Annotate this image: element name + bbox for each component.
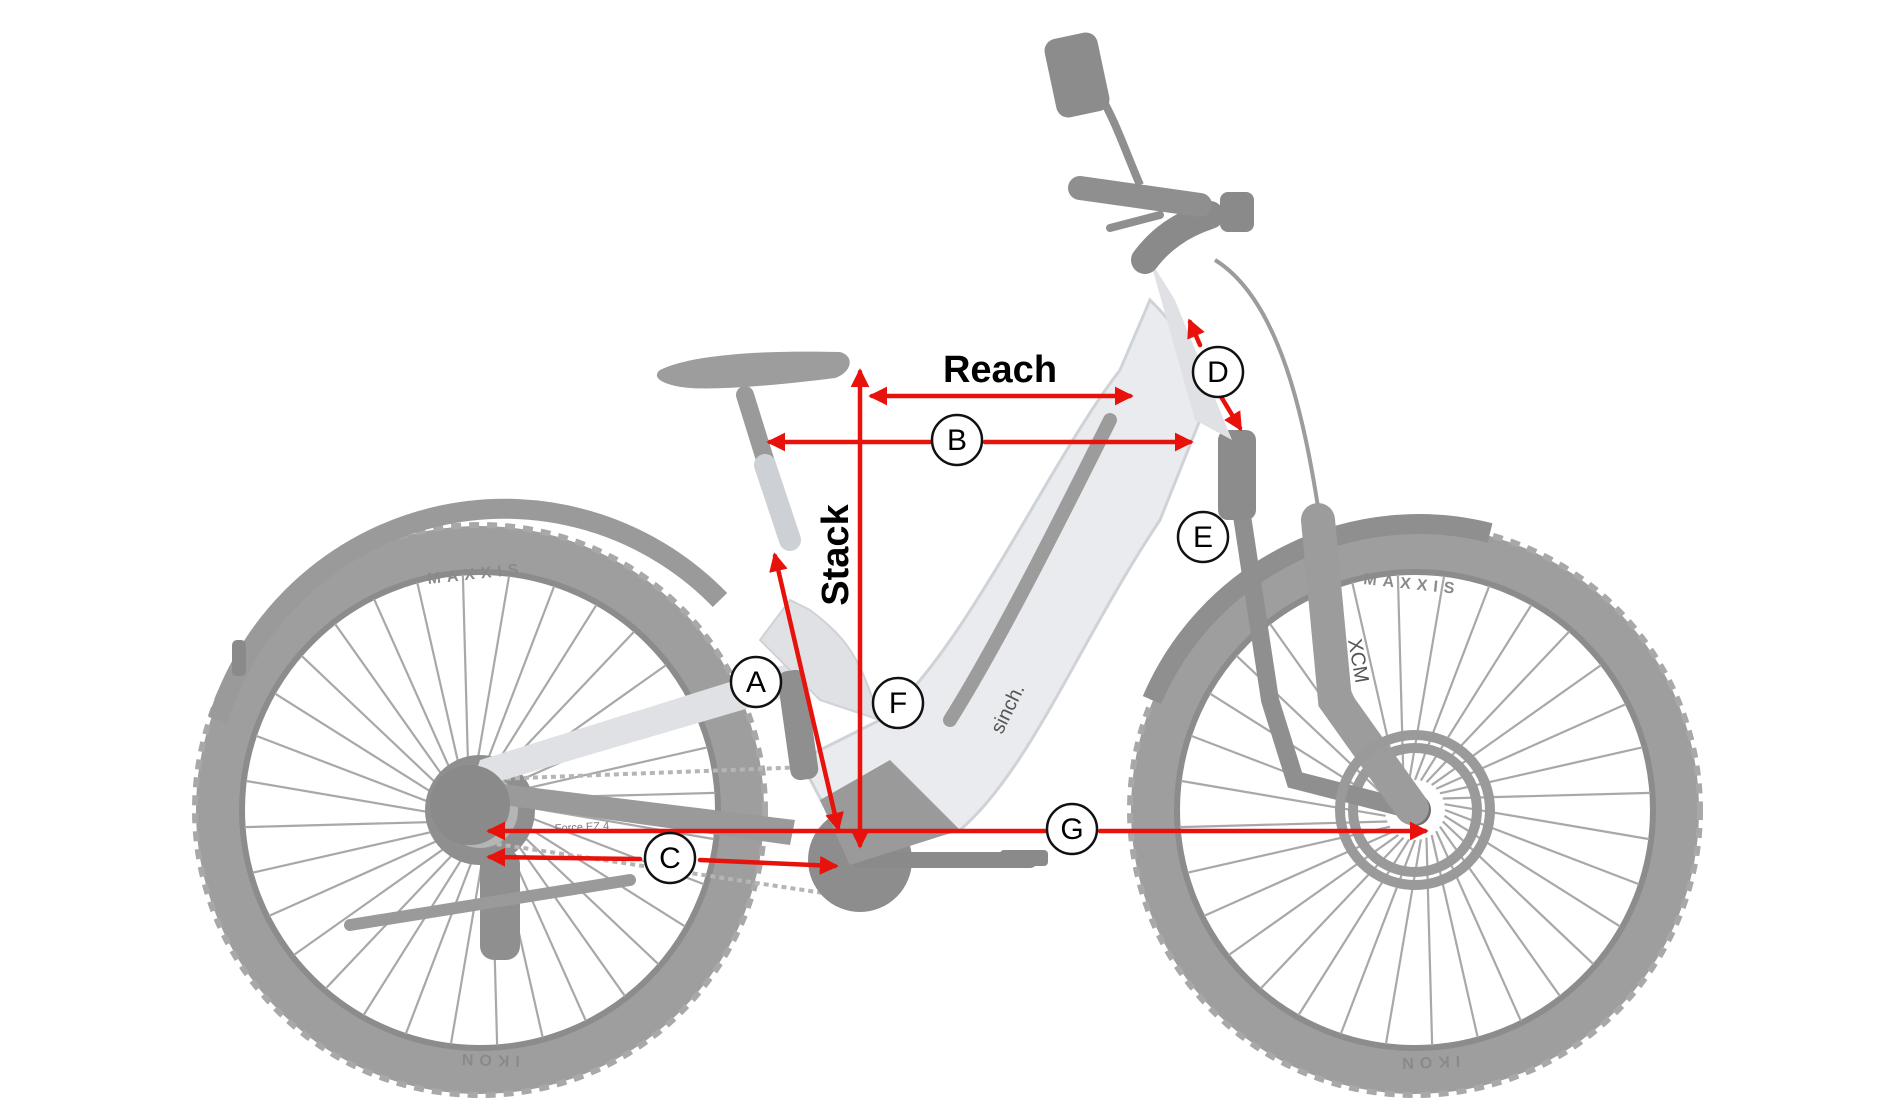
front-tire-model: IKON xyxy=(1396,1052,1461,1071)
point-marker-circle xyxy=(729,655,783,709)
spoke xyxy=(268,830,460,917)
point-marker-g: G xyxy=(1045,802,1099,856)
rear-tire-model: IKON xyxy=(456,1050,521,1069)
point-marker-letter: E xyxy=(1193,521,1213,554)
geometry-measurements xyxy=(486,318,1429,875)
spoke xyxy=(473,575,511,781)
point-marker-b: B xyxy=(930,413,984,467)
spoke xyxy=(334,623,456,794)
stem xyxy=(1131,201,1224,274)
seat-post-upper xyxy=(754,454,801,551)
mirror-stalk xyxy=(1096,92,1144,187)
spoke xyxy=(274,692,452,806)
front-wheel xyxy=(1127,522,1703,1098)
a-arrow xyxy=(769,552,844,832)
spoke xyxy=(362,838,476,1016)
rear-light xyxy=(232,640,246,676)
c-arrow-right xyxy=(697,855,839,875)
spoke xyxy=(504,746,708,795)
point-marker-e: E xyxy=(1176,510,1230,564)
point-marker-letter: B xyxy=(947,424,967,457)
point-marker-f: F xyxy=(871,676,925,730)
rear-fender xyxy=(208,498,728,723)
point-marker-letter: C xyxy=(659,842,681,875)
pedal xyxy=(1000,850,1048,866)
spoke xyxy=(461,574,470,783)
mirror xyxy=(1044,32,1110,118)
point-marker-letter: G xyxy=(1060,813,1083,846)
point-marker-letter: A xyxy=(746,666,766,699)
point-markers: A B C D E F G xyxy=(643,345,1245,885)
point-marker-c: C xyxy=(643,831,697,885)
front-rotor xyxy=(1335,730,1495,890)
spoke xyxy=(478,585,556,781)
spoke xyxy=(484,604,598,782)
point-marker-circle xyxy=(1045,802,1099,856)
spoke xyxy=(293,834,464,956)
spoke xyxy=(508,814,686,928)
saddle xyxy=(656,351,850,389)
c-arrow-left xyxy=(486,847,643,867)
brake-cable xyxy=(1213,258,1322,521)
head-light xyxy=(1220,192,1254,232)
handlebar-grip xyxy=(1068,176,1212,217)
spoke xyxy=(255,734,451,812)
spoke xyxy=(416,582,465,786)
front-fork xyxy=(1218,430,1429,825)
point-marker-circle xyxy=(871,676,925,730)
spoke xyxy=(404,839,482,1035)
point-marker-letter: D xyxy=(1207,356,1229,389)
spoke xyxy=(252,825,456,874)
d-arrow-top xyxy=(1187,318,1205,348)
point-marker-d: D xyxy=(1191,345,1245,399)
kickstand xyxy=(344,874,636,931)
brake-lever xyxy=(1106,211,1164,232)
seatstay xyxy=(470,660,810,790)
point-marker-circle xyxy=(1176,510,1230,564)
spoke xyxy=(373,598,460,790)
spoke xyxy=(245,779,451,817)
point-marker-circle xyxy=(930,413,984,467)
reach-label: Reach xyxy=(943,349,1057,391)
spoke xyxy=(300,654,454,800)
front-fender xyxy=(1142,514,1493,704)
spoke xyxy=(504,826,626,997)
point-marker-circle xyxy=(643,831,697,885)
d-arrow-bottom xyxy=(1217,392,1243,432)
spoke xyxy=(244,820,453,829)
point-marker-circle xyxy=(1191,345,1245,399)
point-marker-letter: F xyxy=(889,687,907,720)
point-marker-a: A xyxy=(729,655,783,709)
stack-label: Stack xyxy=(815,503,857,605)
e-bike-illustration: MAXXIS MAXXIS IKON IKON sinch. Force EZ … xyxy=(192,32,1703,1098)
